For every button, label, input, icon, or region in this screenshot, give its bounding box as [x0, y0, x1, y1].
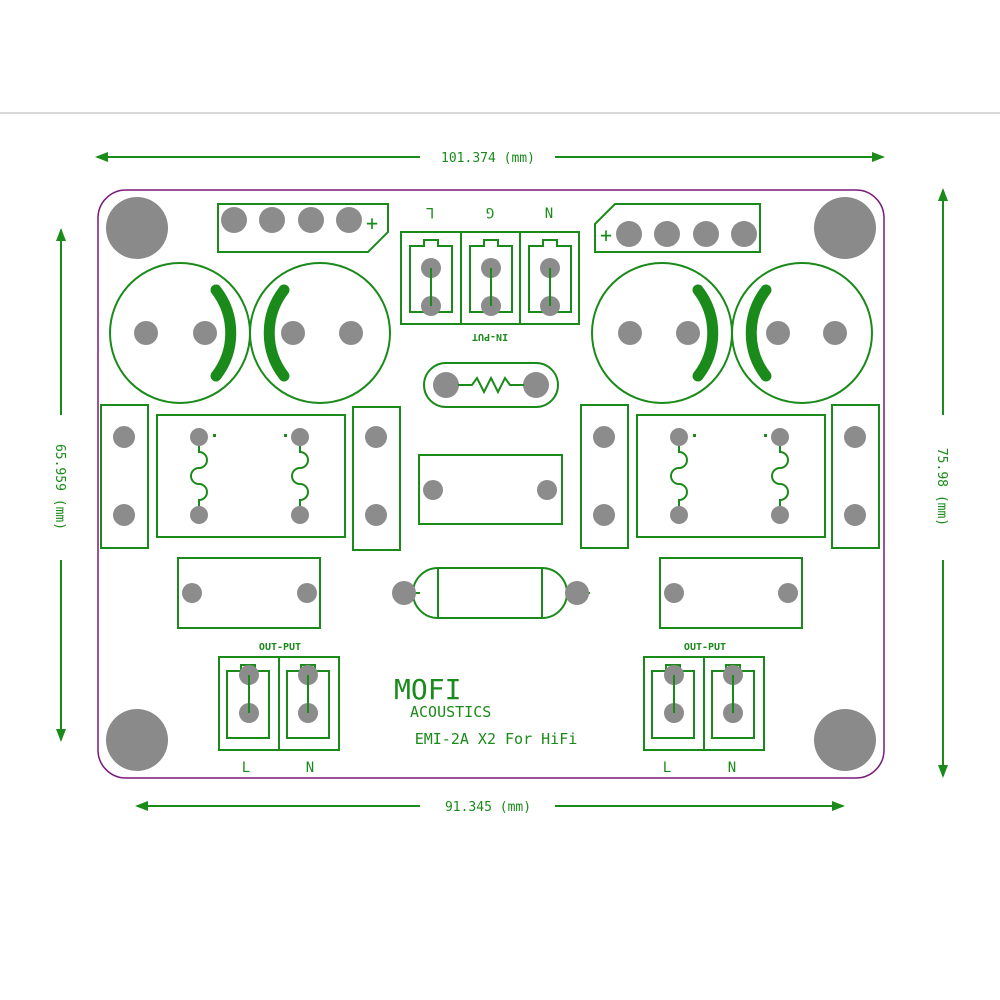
dimension-top-label: 101.374 (mm)	[441, 151, 535, 166]
capacitor-left-2	[249, 262, 391, 404]
x-cap-right-outer	[831, 404, 880, 549]
resistor-top	[423, 362, 559, 408]
dimension-right: 75.98 (mm)	[934, 188, 949, 778]
dimension-left-label: 65.959 (mm)	[52, 444, 67, 530]
input-terminal-block: L G N IN-PUT	[400, 204, 580, 342]
logo-acoustics: ACOUSTICS	[410, 703, 491, 721]
capacitor-right-2	[731, 262, 873, 404]
output-right-label-l: L	[663, 760, 671, 776]
dimension-right-label: 75.98 (mm)	[934, 448, 949, 526]
mounting-hole-bottom-left	[106, 709, 168, 771]
plus-sign-right: +	[600, 223, 612, 247]
brand-logo: MOFI ACOUSTICS EMI-2A X2 For HiFi	[394, 673, 577, 748]
y-cap-left	[177, 557, 321, 629]
dimension-bottom-label: 91.345 (mm)	[445, 800, 531, 815]
logo-mofi: MOFI	[394, 673, 461, 706]
input-label-g: G	[486, 204, 494, 220]
output-terminal-left: OUT-PUT L N	[218, 642, 340, 776]
input-title: IN-PUT	[472, 331, 508, 342]
input-label-l: L	[426, 204, 434, 220]
x-cap-left-inner	[352, 406, 401, 551]
x-cap-center	[418, 454, 563, 525]
product-name: EMI-2A X2 For HiFi	[415, 730, 578, 748]
output-left-label-l: L	[242, 760, 250, 776]
x-cap-left-outer	[100, 404, 149, 549]
output-title-left: OUT-PUT	[259, 642, 301, 653]
plus-sign-left: +	[366, 211, 378, 235]
mounting-hole-top-left	[106, 197, 168, 259]
dimension-left: 65.959 (mm)	[52, 228, 67, 742]
fuse	[392, 567, 590, 619]
output-left-label-n: N	[306, 760, 314, 776]
mounting-hole-top-right	[814, 197, 876, 259]
header-top-left: +	[217, 203, 389, 253]
choke-left	[156, 414, 346, 538]
y-cap-right	[659, 557, 803, 629]
choke-right	[636, 414, 826, 538]
dimension-bottom: 91.345 (mm)	[135, 800, 845, 815]
capacitor-left-1	[109, 262, 251, 404]
output-terminal-right: OUT-PUT L N	[643, 642, 765, 776]
input-label-n: N	[545, 206, 553, 222]
dimension-top: 101.374 (mm)	[95, 151, 885, 166]
output-right-label-n: N	[728, 760, 736, 776]
output-title-right: OUT-PUT	[684, 642, 726, 653]
x-cap-right-inner	[580, 404, 629, 549]
header-top-right: +	[594, 203, 761, 253]
mounting-hole-bottom-right	[814, 709, 876, 771]
